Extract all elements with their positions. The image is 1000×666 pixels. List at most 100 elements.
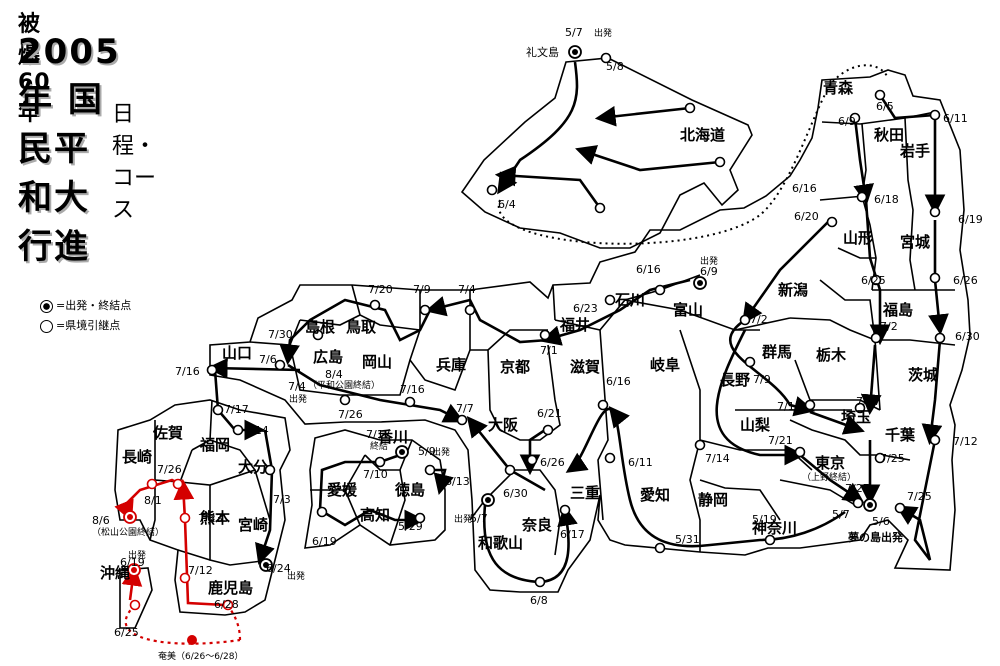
svg-text:7/25: 7/25: [880, 452, 905, 465]
label-kochi: 高知: [360, 506, 390, 524]
label-gunma: 群馬: [762, 343, 792, 361]
svg-text:6/25: 6/25: [861, 274, 886, 287]
svg-text:6/28: 6/28: [214, 598, 239, 611]
svg-text:7/14: 7/14: [705, 452, 730, 465]
label-ibaraki: 茨城: [908, 366, 938, 384]
svg-text:礼文島: 礼文島: [526, 45, 559, 59]
svg-text:6/4: 6/4: [498, 198, 516, 211]
label-iwate: 岩手: [899, 142, 930, 160]
legend: =出発・終結点 =県境引継点: [40, 296, 131, 336]
legend-relay-label: =県境引継点: [56, 319, 121, 332]
svg-text:（松山公園終結）: （松山公園終結）: [92, 526, 164, 538]
label-miyagi: 宮城: [900, 233, 930, 251]
svg-text:7/26: 7/26: [157, 463, 182, 476]
svg-text:6/30: 6/30: [503, 487, 528, 500]
label-okayama: 岡山: [362, 353, 392, 371]
svg-text:（平和公園終結）: （平和公園終結）: [308, 379, 380, 391]
schedule-subtitle: 日程・コース: [112, 102, 157, 223]
svg-text:6/11: 6/11: [943, 112, 968, 125]
svg-text:6/26: 6/26: [953, 274, 978, 287]
svg-text:7/9: 7/9: [413, 283, 431, 296]
svg-text:6/19: 6/19: [958, 213, 983, 226]
page-title: 2005年 国民平和大行進: [18, 32, 121, 267]
label-mie: 三重: [570, 484, 600, 502]
svg-text:6/30: 6/30: [955, 330, 980, 343]
svg-text:6/26: 6/26: [540, 456, 565, 469]
svg-text:7/16: 7/16: [400, 383, 425, 396]
svg-text:7/19: 7/19: [777, 400, 802, 413]
svg-text:6/13: 6/13: [445, 475, 470, 488]
svg-text:5/29: 5/29: [398, 520, 423, 533]
hokkaido-outline: [460, 57, 753, 249]
label-saitama: 埼玉: [841, 408, 871, 426]
svg-text:7/14: 7/14: [244, 424, 269, 437]
svg-text:出発: 出発: [594, 27, 612, 39]
label-nagasaki: 長崎: [122, 448, 152, 466]
label-akita: 秋田: [874, 126, 904, 144]
svg-text:5/31: 5/31: [675, 533, 700, 546]
svg-text:6/16: 6/16: [792, 182, 817, 195]
svg-text:6/21: 6/21: [537, 407, 562, 420]
svg-text:7/16: 7/16: [175, 365, 200, 378]
legend-start-end-label: =出発・終結点: [56, 299, 132, 312]
label-fukuoka: 福岡: [199, 436, 230, 454]
svg-text:出発: 出発: [289, 393, 307, 405]
label-miyazaki: 宮崎: [238, 516, 268, 534]
label-ishikawa: 石川: [614, 291, 645, 309]
svg-text:終結: 終結: [370, 440, 388, 452]
svg-text:6/24: 6/24: [266, 562, 291, 575]
svg-text:6/19: 6/19: [312, 535, 337, 548]
svg-text:5/9: 5/9: [418, 445, 436, 458]
svg-text:8/1: 8/1: [144, 494, 162, 507]
svg-text:奄美（6/26〜6/28）: 奄美（6/26〜6/28）: [158, 650, 243, 662]
svg-text:7/21: 7/21: [768, 434, 793, 447]
svg-text:6/19: 6/19: [120, 556, 145, 569]
svg-text:6/16: 6/16: [606, 375, 631, 388]
svg-text:7/2: 7/2: [750, 313, 768, 326]
subtitle-60th: 被爆60年: [18, 12, 51, 126]
svg-text:7/3: 7/3: [273, 493, 291, 506]
svg-text:8/6: 8/6: [92, 514, 110, 527]
label-chiba: 千葉: [885, 426, 916, 444]
label-aichi: 愛知: [640, 486, 670, 504]
svg-text:6/11: 6/11: [628, 456, 653, 469]
date-labels: 5/7 5/8 6/4 6/5 6/11 6/9 6/16 6/18 6/20 …: [92, 26, 983, 662]
svg-text:7/12: 7/12: [188, 564, 213, 577]
svg-text:出発: 出発: [700, 255, 718, 267]
svg-text:6/9: 6/9: [838, 115, 856, 128]
label-gifu: 岐阜: [650, 356, 680, 374]
label-kanagawa: 神奈川: [752, 519, 797, 537]
svg-text:出発: 出発: [454, 513, 472, 525]
label-shimane: 島根: [305, 318, 335, 336]
svg-text:5/7: 5/7: [470, 512, 488, 525]
label-aomori: 青森: [823, 79, 854, 97]
label-kagawa: 香川: [378, 428, 408, 446]
svg-text:出発: 出発: [128, 549, 146, 561]
label-oita: 大分: [238, 458, 268, 476]
svg-text:（上野終結）: （上野終結）: [802, 471, 856, 483]
label-kyoto: 京都: [500, 358, 530, 376]
label-tokyo: 東京: [815, 454, 845, 472]
label-kagoshima: 鹿児島: [208, 579, 253, 597]
svg-text:7/4: 7/4: [288, 380, 306, 393]
note-labels: 礼文島 出発 出発 出発 出発 出発 出発 出発 終結 （上野終結） 夢の島出発…: [92, 27, 904, 582]
label-hiroshima: 広島: [313, 348, 343, 366]
svg-text:5/7: 5/7: [832, 508, 850, 521]
svg-text:7/17: 7/17: [224, 403, 249, 416]
svg-text:7/17: 7/17: [856, 395, 881, 408]
label-osaka: 大阪: [488, 416, 519, 434]
honshu-outline: [209, 69, 971, 593]
start-end-points: [123, 45, 877, 645]
svg-text:7/25: 7/25: [907, 490, 932, 503]
svg-text:7/10: 7/10: [363, 468, 388, 481]
svg-text:6/20: 6/20: [794, 210, 819, 223]
relay-points: [129, 52, 946, 611]
label-tochigi: 栃木: [816, 346, 847, 364]
label-yamaguchi: 山口: [222, 344, 252, 362]
label-saga: 佐賀: [152, 424, 183, 442]
svg-text:6/8: 6/8: [530, 594, 548, 607]
relay-point-icon: [40, 319, 53, 333]
svg-text:6/9: 6/9: [700, 265, 718, 278]
svg-text:7/4: 7/4: [458, 283, 476, 296]
